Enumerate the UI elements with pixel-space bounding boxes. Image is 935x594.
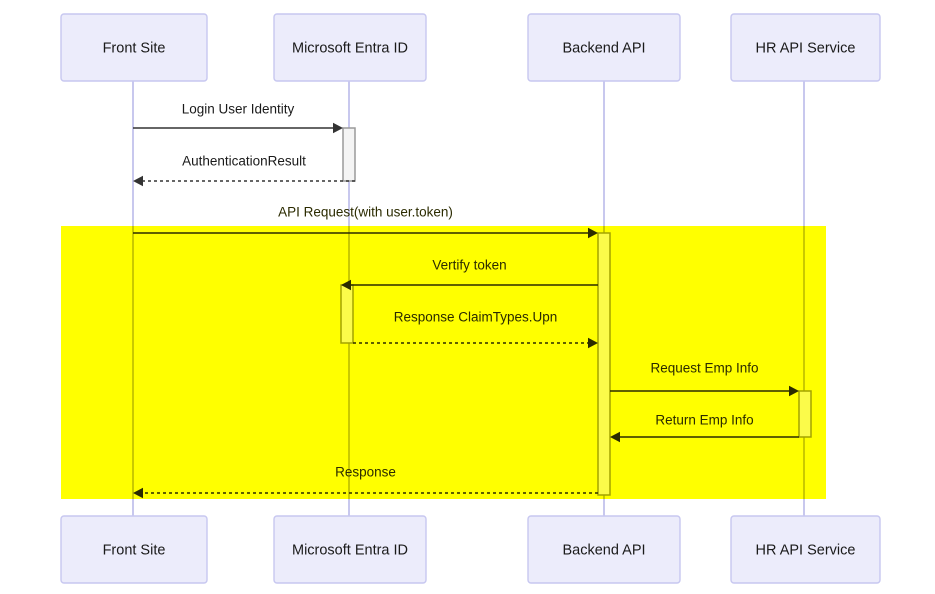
hr-activation bbox=[798, 390, 812, 438]
participant-label-entra-bottom: Microsoft Entra ID bbox=[292, 542, 408, 558]
participant-front-top[interactable]: Front Site bbox=[60, 13, 208, 82]
msg-response-label: Response bbox=[335, 465, 396, 480]
msg-authentication-result-arrowhead bbox=[133, 175, 143, 187]
participant-box-front-bottom[interactable] bbox=[60, 515, 208, 584]
msg-vertify-token: Vertify token bbox=[341, 258, 598, 291]
participant-box-hr-bottom[interactable] bbox=[730, 515, 881, 584]
backend-activation bbox=[597, 232, 611, 496]
msg-vertify-token-label: Vertify token bbox=[432, 258, 506, 273]
participant-box-backend-top[interactable] bbox=[527, 13, 681, 82]
msg-vertify-token-arrowhead bbox=[341, 279, 351, 291]
participant-front-bottom[interactable]: Front Site bbox=[60, 515, 208, 584]
msg-request-emp-info-arrowhead bbox=[789, 385, 799, 397]
participant-hr-bottom[interactable]: HR API Service bbox=[730, 515, 881, 584]
msg-response-claimtypes-upn-arrowhead bbox=[588, 337, 598, 349]
msg-request-emp-info-label: Request Emp Info bbox=[650, 361, 758, 376]
msg-login-user-identity: Login User Identity bbox=[133, 102, 343, 134]
participant-backend-bottom[interactable]: Backend API bbox=[527, 515, 681, 584]
participant-box-backend-bottom[interactable] bbox=[527, 515, 681, 584]
participant-label-hr-top: HR API Service bbox=[756, 40, 856, 56]
participant-label-backend-top: Backend API bbox=[562, 40, 645, 56]
msg-request-emp-info: Request Emp Info bbox=[610, 361, 799, 397]
msg-authentication-result: AuthenticationResult bbox=[133, 154, 355, 187]
entra-activation-2 bbox=[340, 284, 354, 344]
msg-return-emp-info-arrowhead bbox=[610, 431, 620, 443]
participant-hr-top[interactable]: HR API Service bbox=[730, 13, 881, 82]
participant-label-entra-top: Microsoft Entra ID bbox=[292, 40, 408, 56]
msg-response: Response bbox=[133, 465, 598, 499]
msg-return-emp-info-label: Return Emp Info bbox=[655, 413, 753, 428]
msg-return-emp-info: Return Emp Info bbox=[610, 413, 799, 443]
participant-label-backend-bottom: Backend API bbox=[562, 542, 645, 558]
participant-label-hr-bottom: HR API Service bbox=[756, 542, 856, 558]
participant-box-hr-top[interactable] bbox=[730, 13, 881, 82]
participant-box-front-top[interactable] bbox=[60, 13, 208, 82]
participant-label-front-top: Front Site bbox=[103, 40, 166, 56]
msg-login-user-identity-arrowhead bbox=[333, 122, 343, 134]
msg-api-request-label: API Request(with user.token) bbox=[278, 205, 453, 220]
messages-layer: Login User IdentityAuthenticationResultA… bbox=[133, 102, 799, 499]
participant-box-entra-top[interactable] bbox=[273, 13, 427, 82]
participant-entra-bottom[interactable]: Microsoft Entra ID bbox=[273, 515, 427, 584]
entra-activation-1 bbox=[342, 127, 356, 182]
msg-login-user-identity-label: Login User Identity bbox=[182, 102, 295, 117]
highlight-rect bbox=[61, 226, 826, 499]
msg-api-request-arrowhead bbox=[588, 227, 598, 239]
msg-response-claimtypes-upn: Response ClaimTypes.Upn bbox=[353, 310, 598, 349]
msg-response-claimtypes-upn-label: Response ClaimTypes.Upn bbox=[394, 310, 558, 325]
participant-box-entra-bottom[interactable] bbox=[273, 515, 427, 584]
msg-authentication-result-label: AuthenticationResult bbox=[182, 154, 306, 169]
highlight-region bbox=[61, 226, 826, 499]
msg-response-arrowhead bbox=[133, 487, 143, 499]
participant-backend-top[interactable]: Backend API bbox=[527, 13, 681, 82]
participant-entra-top[interactable]: Microsoft Entra ID bbox=[273, 13, 427, 82]
msg-api-request: API Request(with user.token) bbox=[133, 205, 598, 239]
participant-label-front-bottom: Front Site bbox=[103, 542, 166, 558]
